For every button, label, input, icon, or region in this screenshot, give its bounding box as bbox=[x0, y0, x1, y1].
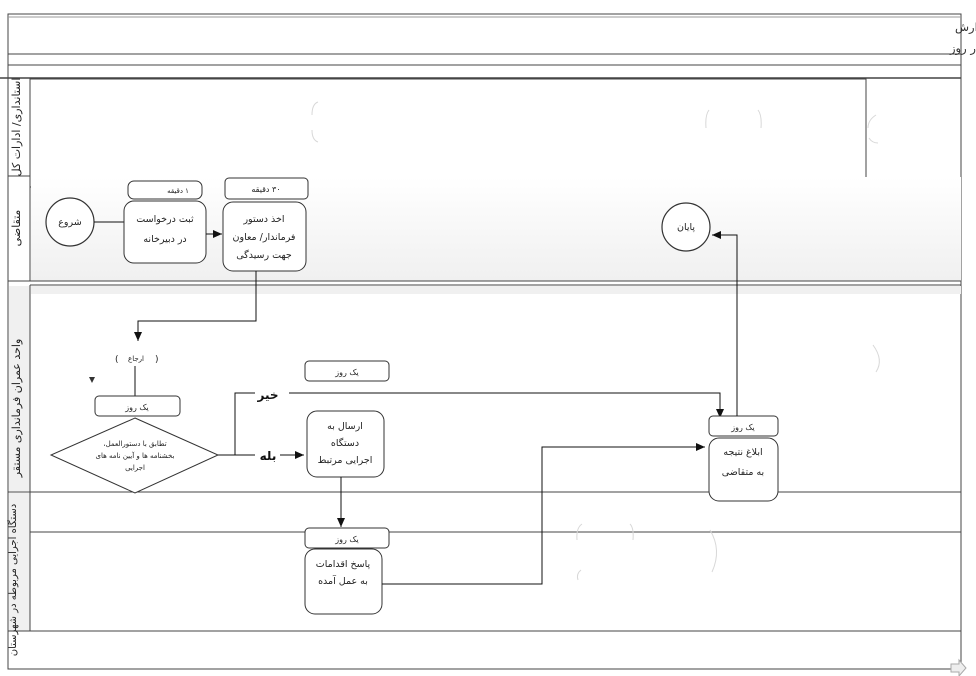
lane-label-executive: دستگاه اجرایی مربوطه در شهرستان bbox=[7, 504, 19, 656]
order-line-1: اخذ دستور bbox=[242, 214, 284, 225]
arrow-no-notify bbox=[289, 392, 724, 418]
refer-label: ارجاع bbox=[128, 355, 144, 363]
arrow-order-refer bbox=[134, 271, 257, 341]
check-decision-node[interactable]: یک روز تطابق با دستورالعمل، بخشنامه ها و… bbox=[49, 395, 220, 494]
lane-label-applicant: متقاضی bbox=[10, 210, 23, 247]
notify-duration: یک روز bbox=[730, 423, 755, 432]
no-label: خیر bbox=[256, 388, 278, 402]
check-line-3: اجرایی bbox=[125, 464, 145, 472]
send-node[interactable]: یک روز ارسال به دستگاه اجرایی مرتبط bbox=[304, 360, 390, 478]
service-title: عنوان خدمت : ثبت گزارش مخاطرات و خسارت ن… bbox=[955, 20, 976, 35]
service-duration: کل مدت فرآیند خدمت : چهار روز bbox=[949, 41, 976, 56]
start-label: شروع bbox=[58, 217, 81, 228]
notify-line-1: ابلاغ نتیجه bbox=[723, 447, 762, 458]
respond-line-2: به عمل آمده bbox=[318, 574, 368, 587]
end-label: پایان bbox=[677, 222, 695, 233]
svg-text:): ) bbox=[155, 355, 159, 365]
check-duration: یک روز bbox=[124, 403, 149, 412]
respond-duration: یک روز bbox=[334, 535, 359, 544]
order-line-3: جهت رسیدگی bbox=[236, 249, 292, 261]
notify-line-2: به متقاضی bbox=[722, 467, 764, 478]
respond-node[interactable]: یک روز پاسخ اقدامات به عمل آمده bbox=[304, 527, 390, 615]
branch-connector bbox=[218, 392, 255, 456]
register-request-node[interactable]: ۱ دقیقه ثبت درخواست در دبیرخانه bbox=[123, 180, 207, 264]
small-marker-icon bbox=[89, 377, 95, 383]
send-duration: یک روز bbox=[334, 368, 359, 377]
yes-label: بله bbox=[260, 449, 277, 463]
end-node[interactable]: پایان bbox=[661, 202, 711, 252]
register-duration: ۱ دقیقه bbox=[167, 187, 189, 195]
order-line-2: فرماندار/ معاون bbox=[233, 232, 296, 243]
faint-placeholder-shapes bbox=[311, 101, 880, 581]
arrow-respond-notify bbox=[382, 443, 705, 585]
diagram-frame bbox=[7, 13, 962, 670]
next-page-arrow-icon[interactable] bbox=[950, 658, 967, 676]
lane-label-civil-unit: واحد عمران فرمانداری مستقر bbox=[10, 339, 23, 479]
register-line-2: در دبیرخانه bbox=[143, 234, 186, 245]
lane-1-pool bbox=[29, 78, 867, 188]
order-duration: ۳۰ دقیقه bbox=[251, 185, 280, 194]
send-line-3: اجرایی مرتبط bbox=[318, 455, 373, 466]
respond-line-1: پاسخ اقدامات bbox=[316, 559, 371, 570]
notify-node[interactable]: یک روز ابلاغ نتیجه به متقاضی bbox=[708, 415, 779, 502]
svg-text:(: ( bbox=[115, 355, 119, 365]
register-line-1: ثبت درخواست bbox=[136, 214, 194, 225]
start-node[interactable]: شروع bbox=[45, 197, 95, 247]
lane-label-province: استانداری/ ادارات کل bbox=[10, 78, 23, 177]
order-node[interactable]: ۳۰ دقیقه اخذ دستور فرماندار/ معاون جهت ر… bbox=[222, 177, 309, 272]
check-line-2: بخشنامه ها و آیین نامه های bbox=[95, 451, 174, 460]
check-line-1: تطابق با دستورالعمل، bbox=[103, 440, 166, 448]
arrow-notify-end bbox=[712, 231, 738, 416]
send-line-1: ارسال به bbox=[327, 421, 363, 432]
refer-node: ( ) ارجاع bbox=[115, 355, 159, 365]
send-line-2: دستگاه bbox=[331, 437, 359, 449]
